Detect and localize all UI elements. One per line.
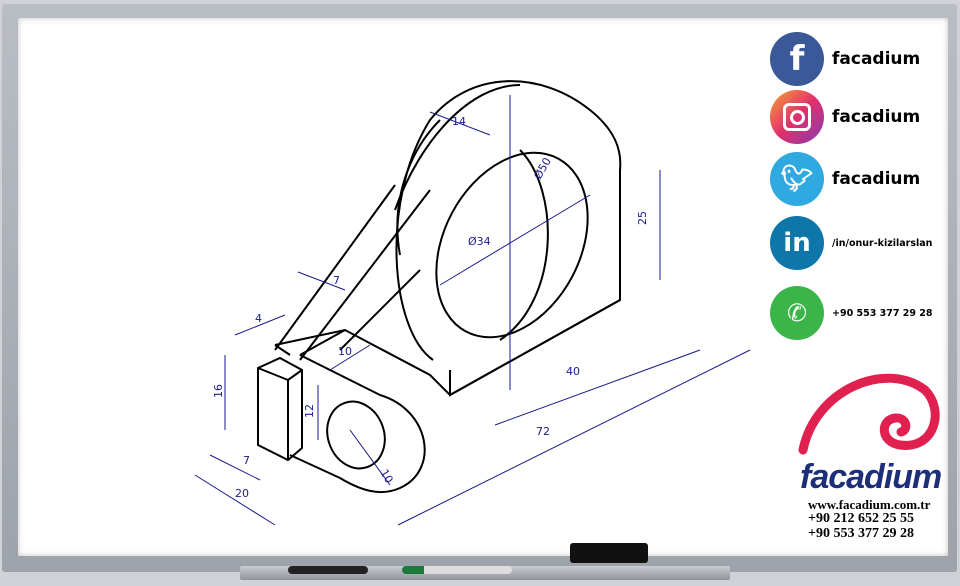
phone-1: +90 212 652 25 55: [808, 511, 914, 526]
website-link[interactable]: www.facadium.com.tr: [808, 497, 931, 512]
instagram-handle: facadium: [832, 107, 921, 127]
dim-label: Ø34: [468, 235, 491, 248]
dim-label: 40: [566, 365, 580, 378]
whatsapp-number: +90 553 377 29 28: [832, 307, 933, 319]
whatsapp-icon: ✆: [770, 286, 824, 340]
phone-2: +90 553 377 29 28: [808, 526, 914, 541]
dim-label: 16: [212, 384, 225, 398]
linkedin-handle: /in/onur-kizilarslan: [832, 237, 933, 249]
dimension-lines: [194, 95, 751, 526]
social-linkedin[interactable]: in /in/onur-kizilarslan: [770, 216, 932, 270]
dim-label: 72: [536, 425, 550, 438]
dim-label: 7: [243, 454, 250, 467]
dim-label: 4: [255, 312, 262, 325]
dim-label: 14: [452, 115, 466, 128]
dim-label: 10: [338, 345, 352, 358]
social-instagram[interactable]: facadium: [770, 90, 920, 144]
dimension-labels: 14 Ø50 Ø34 25 7 4 10 16 12 40 72 7 20 10: [212, 115, 649, 500]
facebook-icon: f: [770, 32, 824, 86]
brand-name: facadium: [800, 458, 942, 496]
dim-label: 12: [303, 404, 316, 418]
social-whatsapp[interactable]: ✆ +90 553 377 29 28: [770, 286, 933, 340]
marker-green: [402, 566, 512, 574]
marker-black: [288, 566, 368, 574]
twitter-icon: 🐦︎: [770, 152, 824, 206]
facadium-swirl-logo: [798, 373, 940, 455]
social-facebook[interactable]: f facadium: [770, 32, 920, 86]
dim-label: 25: [636, 211, 649, 225]
facebook-handle: facadium: [832, 49, 921, 69]
eraser: [570, 543, 648, 563]
dim-label: 20: [235, 487, 249, 500]
linkedin-icon: in: [770, 216, 824, 270]
dim-label: 7: [333, 274, 340, 287]
instagram-icon: [770, 90, 824, 144]
dim-label: 10: [377, 467, 395, 486]
twitter-handle: facadium: [832, 169, 921, 189]
part-outline: [257, 80, 622, 494]
social-twitter[interactable]: 🐦︎ facadium: [770, 152, 920, 206]
dim-label: Ø50: [531, 155, 554, 181]
